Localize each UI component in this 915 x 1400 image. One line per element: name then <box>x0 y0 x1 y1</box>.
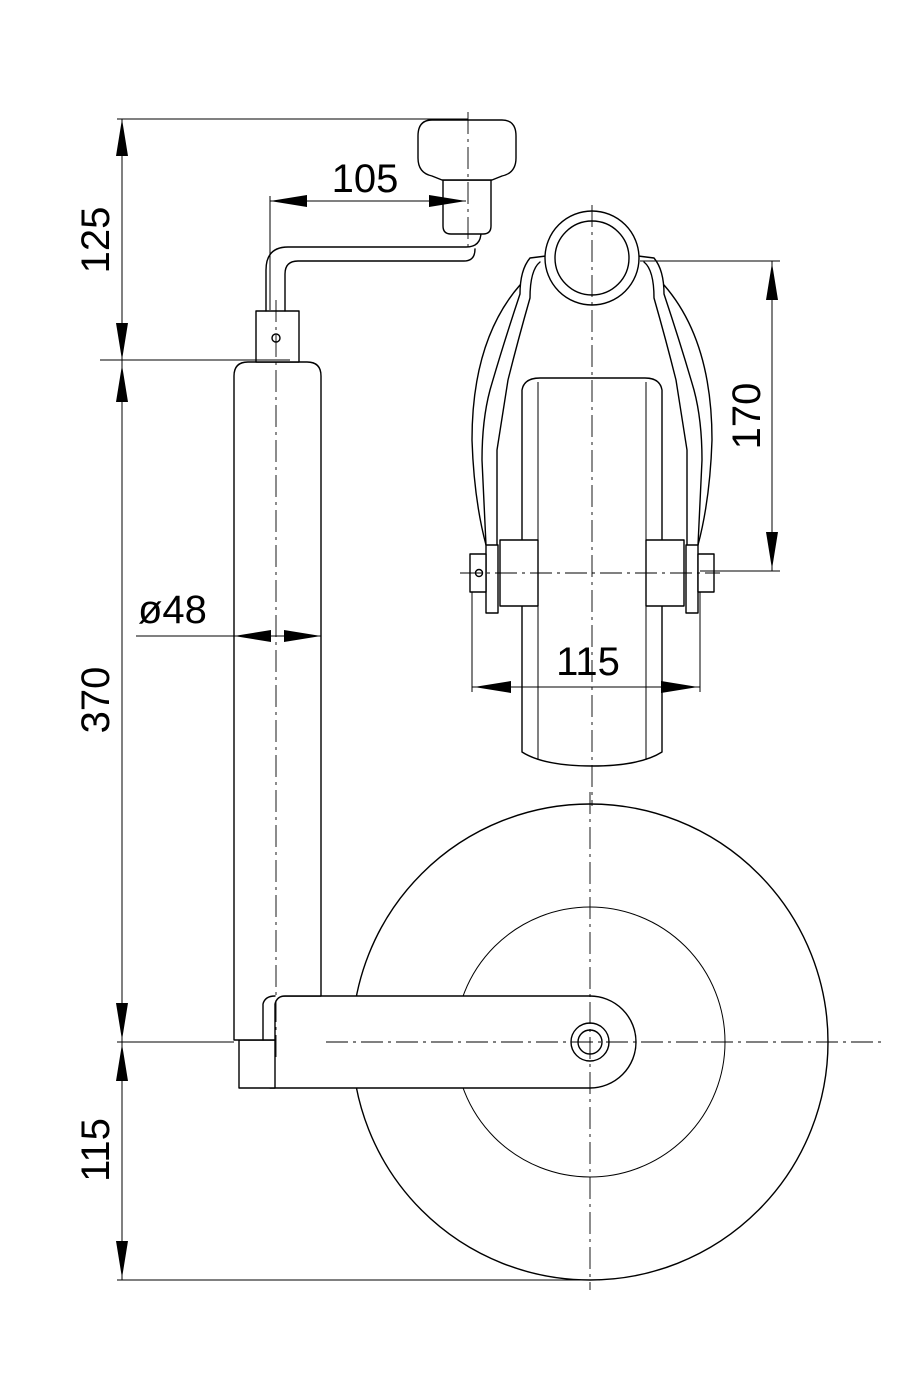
dim-tube-diameter-label: ø48 <box>138 588 207 632</box>
fork-right <box>637 255 713 614</box>
dim-wheel-width-label: 115 <box>556 640 620 684</box>
front-view <box>460 205 720 806</box>
dim-crank-height: 125 <box>74 118 468 361</box>
dim-fork-height-label: 170 <box>725 383 769 450</box>
fork-left <box>471 255 547 614</box>
dim-crank-offset-label: 105 <box>332 157 399 201</box>
crank-handle <box>417 119 517 235</box>
dim-crank-offset: 105 <box>269 157 466 310</box>
dim-tube-diameter: ø48 <box>136 588 321 642</box>
side-view <box>233 112 885 1290</box>
dim-tube-length-label: 370 <box>74 667 118 734</box>
main-tube <box>233 361 322 1041</box>
dim-crank-height-label: 125 <box>74 207 118 274</box>
dim-wheel-radius: 115 <box>74 1042 600 1281</box>
dim-wheel-radius-label: 115 <box>74 1118 118 1182</box>
dimensions: 125 105 370 115 <box>74 118 780 1281</box>
crank <box>255 225 482 363</box>
dim-tube-length: 370 <box>74 360 234 1043</box>
side-centerlines <box>275 112 885 1290</box>
dim-wheel-width: 115 <box>471 592 701 693</box>
front-centerlines <box>460 205 720 806</box>
bottom-clamp <box>238 1039 276 1089</box>
dim-fork-height: 170 <box>640 260 780 572</box>
